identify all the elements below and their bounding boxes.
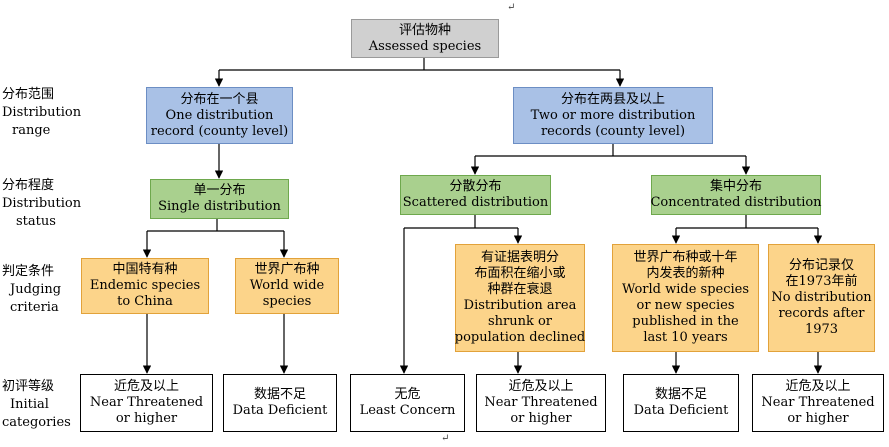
paragraph-mark-top: ↵: [507, 2, 516, 13]
row-label-initial: 初评等级 Initial categories: [2, 379, 71, 430]
node-one-county: 分布在一个县 One distribution record (county l…: [146, 87, 293, 144]
node-category-nt-1: 近危及以上 Near Threatened or higher: [80, 374, 213, 432]
node-single-distribution: 单一分布 Single distribution: [150, 179, 289, 219]
row-label-criteria: 判定条件 Judging criteria: [2, 264, 62, 315]
node-scattered-distribution: 分散分布 Scattered distribution: [400, 175, 551, 215]
node-category-dd-2: 数据不足 Data Deficient: [623, 374, 739, 432]
node-category-lc: 无危 Least Concern: [350, 374, 465, 432]
node-concentrated-distribution: 集中分布 Concentrated distribution: [650, 175, 822, 215]
row-label-status: 分布程度 Distribution status: [2, 178, 82, 229]
node-assessed-species: 评估物种 Assessed species: [351, 19, 499, 58]
node-category-nt-2: 近危及以上 Near Threatened or higher: [476, 374, 606, 432]
node-endemic-species: 中国特有种 Endemic species to China: [81, 258, 209, 314]
node-area-shrunk: 有证据表明分 布面积在缩小或 种群在衰退 Distribution area s…: [455, 244, 585, 352]
node-two-counties: 分布在两县及以上 Two or more distribution record…: [513, 87, 713, 144]
node-new-species: 世界广布种或十年 内发表的新种 World wide species or ne…: [612, 244, 759, 352]
node-records-before-1973: 分布记录仅 在1973年前 No distribution records af…: [768, 244, 875, 352]
node-category-nt-3: 近危及以上 Near Threatened or higher: [752, 374, 884, 432]
node-category-dd-1: 数据不足 Data Deficient: [223, 374, 337, 432]
node-world-wide-species: 世界广布种 World wide species: [235, 258, 339, 314]
row-label-range: 分布范围 Distribution range: [2, 87, 82, 138]
paragraph-mark-bottom: ↵: [441, 433, 450, 444]
